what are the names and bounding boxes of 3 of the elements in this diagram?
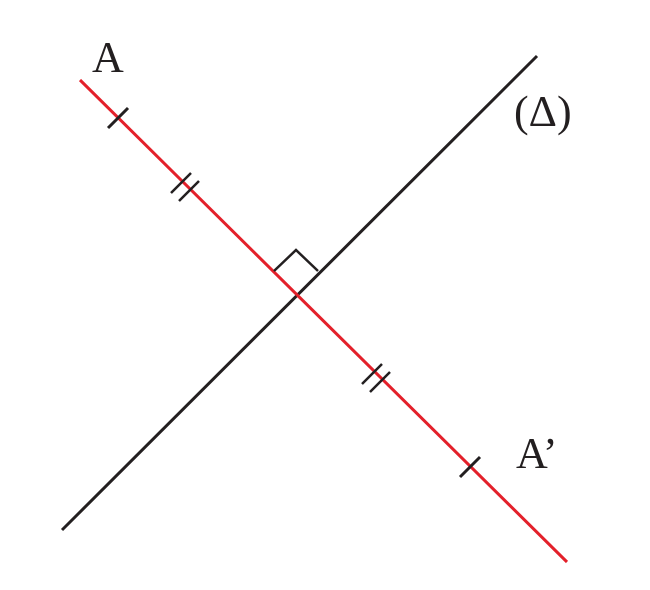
point-label: (Δ) — [514, 90, 572, 134]
point-label: A’ — [516, 432, 558, 476]
point-label: A — [92, 36, 124, 80]
